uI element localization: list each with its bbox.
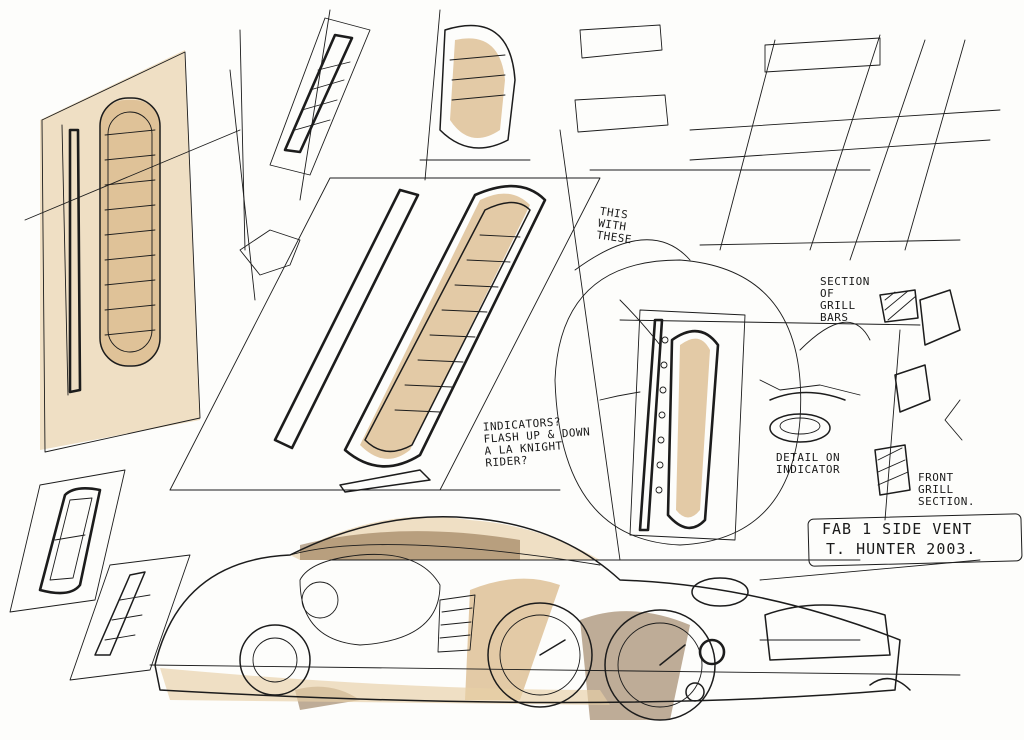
title-line-2: T. HUNTER 2003. (826, 540, 977, 558)
note-indicators: INDICATORS? FLASH UP & DOWN A LA KNIGHT … (482, 415, 591, 470)
note-front-grill-section: FRONT GRILL SECTION. (918, 471, 975, 508)
note-section-grill-bars: SECTION OF GRILL BARS (820, 275, 870, 324)
title-line-1: FAB 1 SIDE VENT (822, 520, 973, 538)
car-sketch (149, 516, 981, 721)
vent-sketch-main (169, 177, 601, 493)
grid-sketch-top-right (689, 34, 1001, 261)
construction-lines (239, 9, 871, 561)
vent-sketch-indicator (554, 259, 921, 546)
grill-section-sketch (874, 289, 963, 521)
note-this-with-these: THIS WITH THESE (595, 204, 633, 247)
vent-sketch-top-small (269, 17, 669, 176)
vent-sketch-bottom-left (9, 469, 191, 681)
note-detail-indicator: DETAIL ON INDICATOR (776, 451, 841, 476)
vent-sketch-top-left (24, 50, 301, 453)
